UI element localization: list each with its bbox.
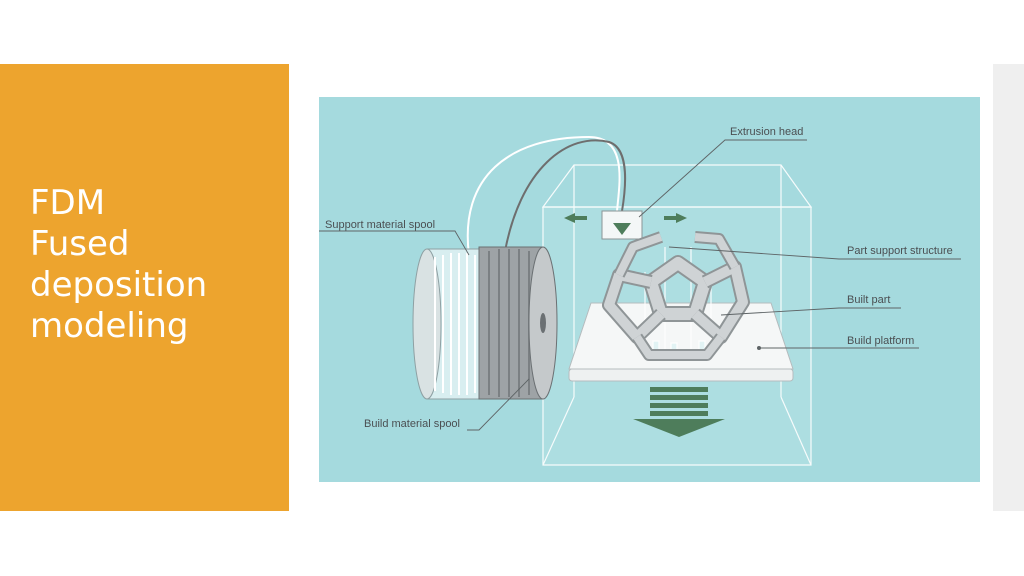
platform-leader-dot bbox=[757, 346, 761, 350]
platform-down-arrow-icon bbox=[633, 387, 725, 437]
label-part-support-structure: Part support structure bbox=[847, 245, 953, 257]
fdm-diagram: Extrusion head Support material spool Pa… bbox=[319, 97, 980, 482]
title-line-1: FDM bbox=[30, 183, 106, 223]
title-line-3: deposition bbox=[30, 265, 208, 305]
fdm-diagram-svg: Extrusion head Support material spool Pa… bbox=[319, 97, 980, 482]
label-build-platform: Build platform bbox=[847, 335, 914, 347]
extrusion-head-icon bbox=[601, 210, 643, 240]
label-support-material-spool: Support material spool bbox=[325, 219, 435, 231]
side-strip bbox=[993, 64, 1024, 511]
support-filament-tube bbox=[466, 135, 621, 256]
built-part-icon bbox=[602, 231, 750, 361]
label-built-part: Built part bbox=[847, 294, 890, 306]
title-line-2: Fused bbox=[30, 224, 130, 264]
title-line-4: modeling bbox=[30, 306, 189, 346]
build-material-spool-icon bbox=[478, 246, 558, 400]
support-material-spool-icon bbox=[412, 248, 486, 400]
title-panel bbox=[0, 64, 289, 511]
slide-title: FDM Fused deposition modeling bbox=[30, 183, 280, 347]
head-motion-arrows-icon bbox=[564, 213, 687, 223]
leader-lines bbox=[319, 139, 961, 431]
label-extrusion-head: Extrusion head bbox=[730, 126, 803, 138]
build-filament-tube bbox=[503, 139, 627, 258]
label-build-material-spool: Build material spool bbox=[364, 418, 460, 430]
